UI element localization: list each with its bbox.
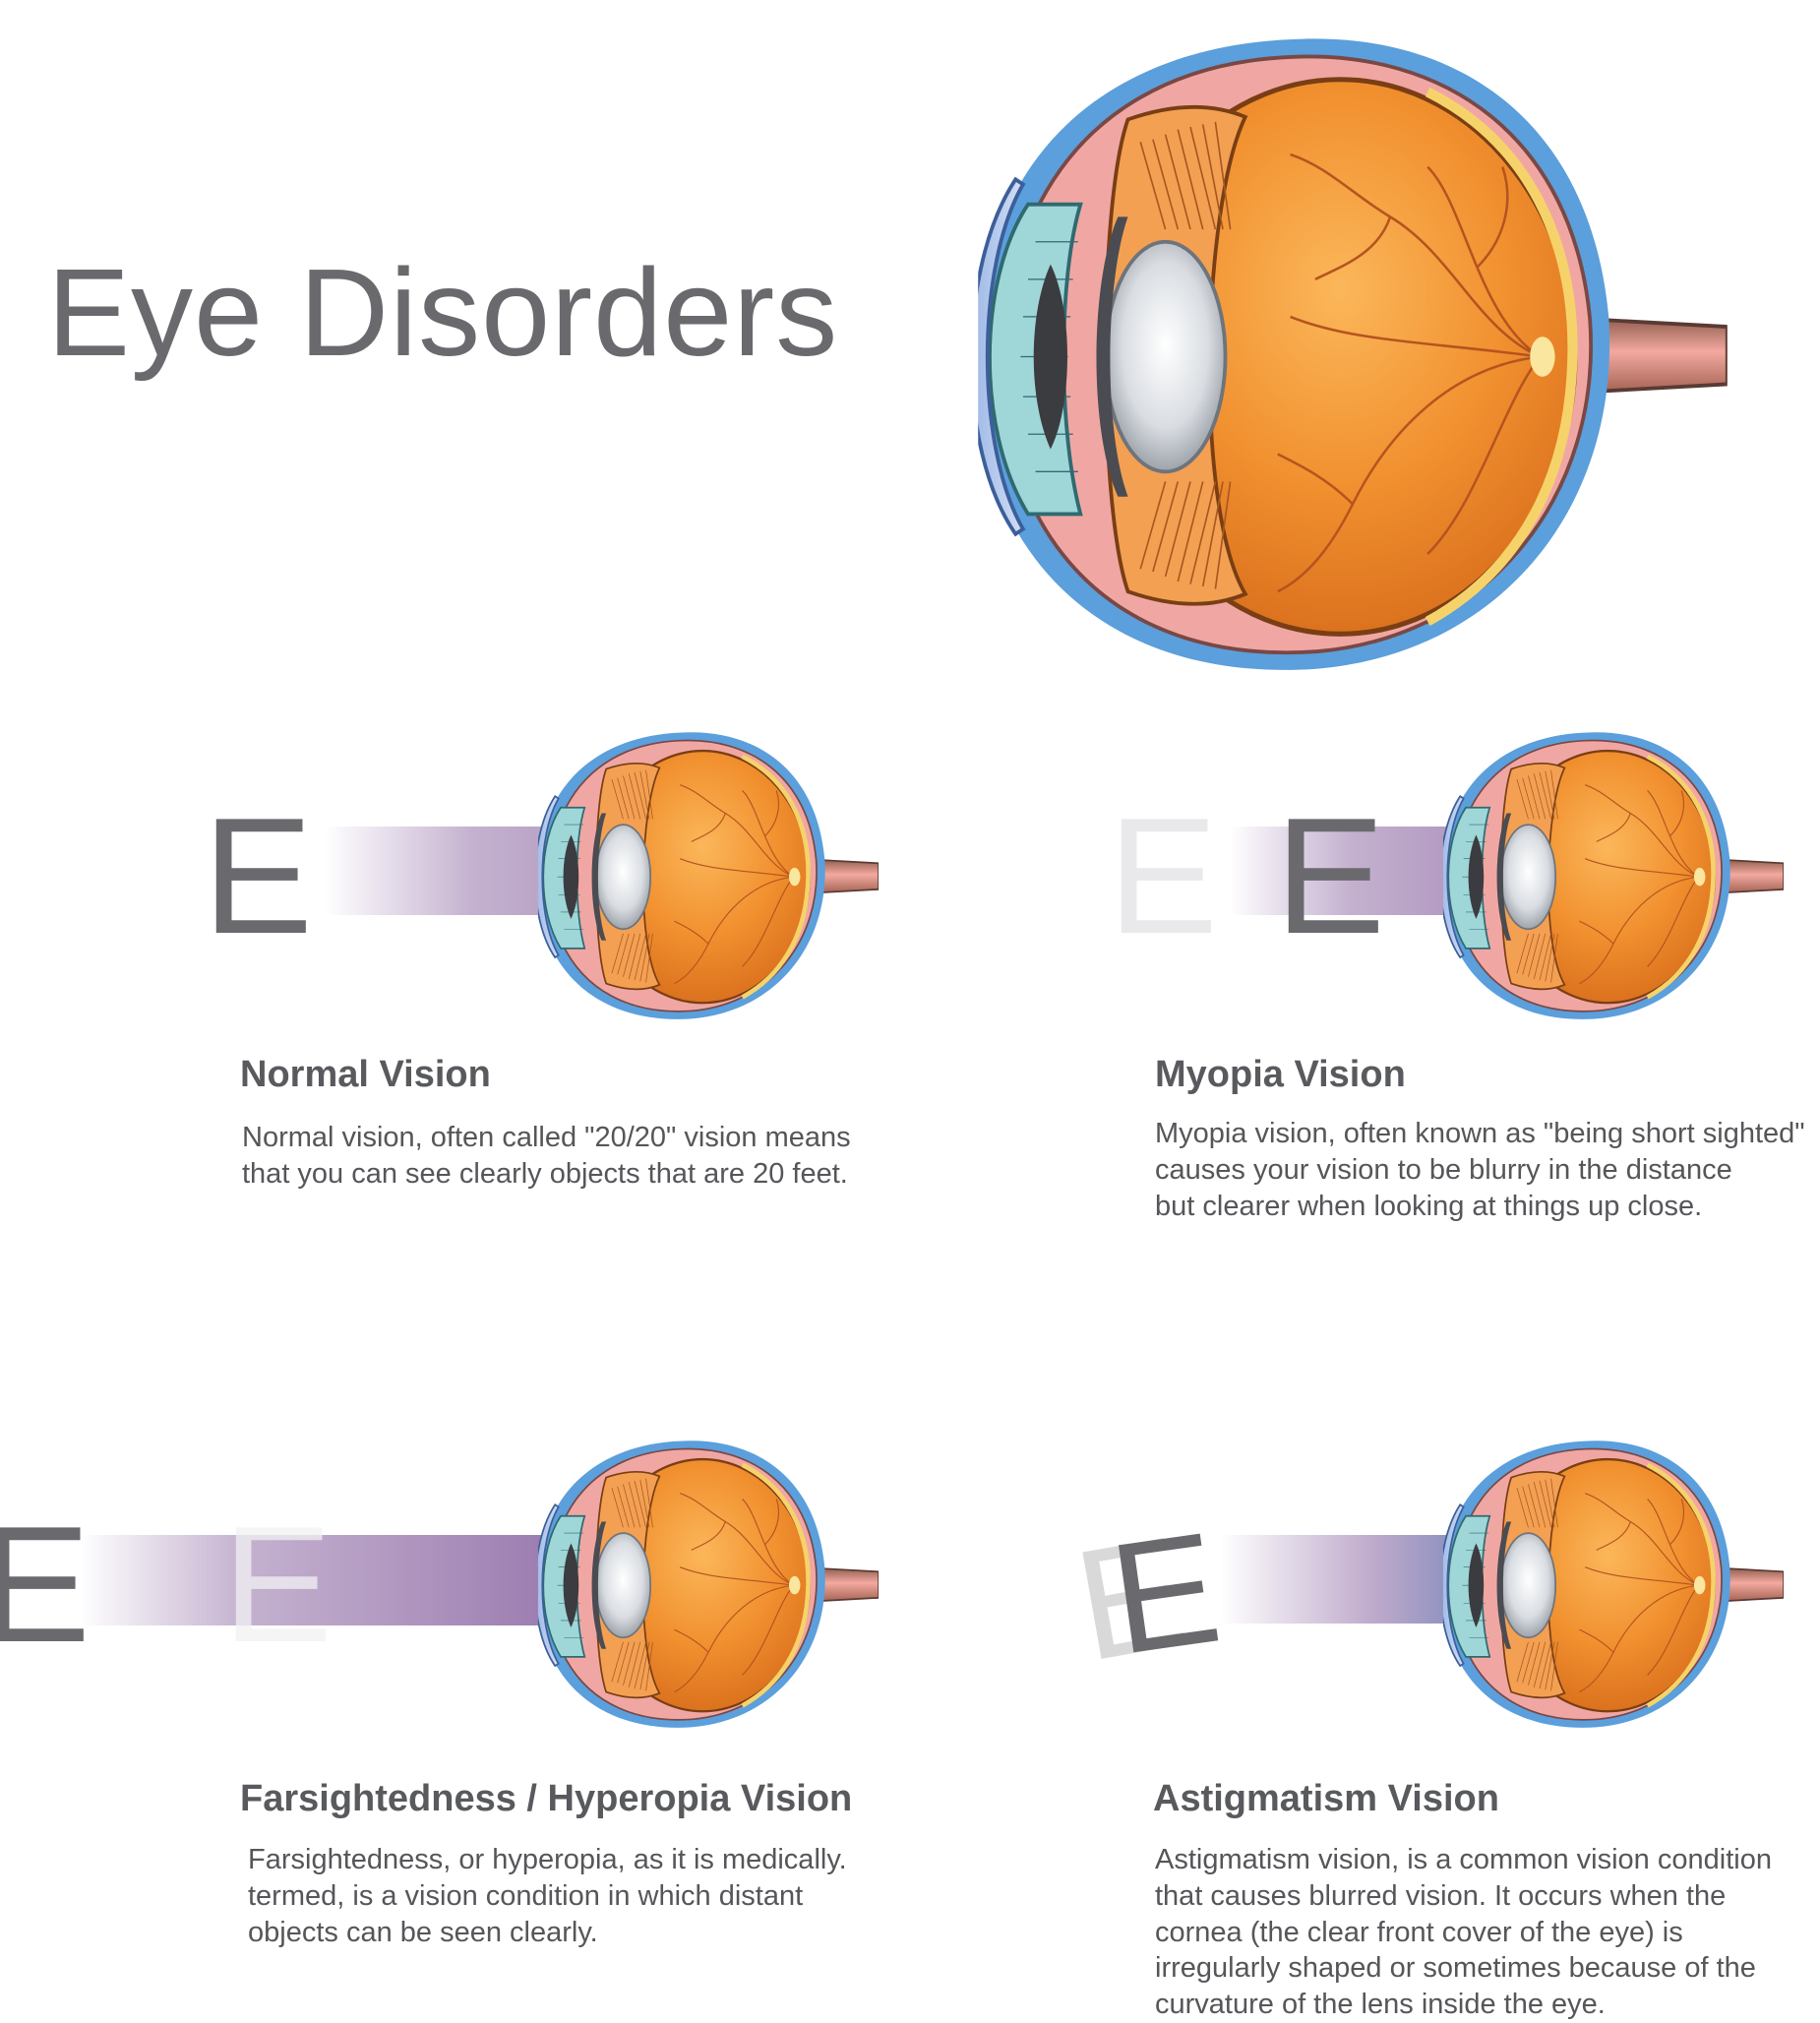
hyperopia-vision-line-1: Farsightedness, or hyperopia, as it is m… <box>248 1844 847 1875</box>
astigmatism-vision-line-1: Astigmatism vision, is a common vision c… <box>1155 1844 1772 1875</box>
myopia-vision-line-3: but clearer when looking at things up cl… <box>1155 1190 1703 1222</box>
astigmatism-vision-heading: Astigmatism Vision <box>1153 1778 1499 1819</box>
normal-vision-line-1: Normal vision, often called "20/20" visi… <box>242 1122 851 1153</box>
hyperopia-eye-chart-letter: E <box>0 1492 91 1677</box>
astigmatism-vision-line-4: irregularly shaped or sometimes because … <box>1155 1952 1756 1985</box>
hyperopia-vision-line-3: objects can be seen clearly. <box>248 1916 598 1948</box>
normal-vision-diagram: E <box>203 728 905 1023</box>
hyperopia-vision-line-2: termed, is a vision condition in which d… <box>248 1879 804 1912</box>
myopia-vision-description: Myopia vision, often known as "being sho… <box>1155 1116 1805 1224</box>
myopia-vision-heading: Myopia Vision <box>1155 1054 1406 1095</box>
normal-vision-heading: Normal Vision <box>240 1054 491 1095</box>
astigmatism-vision-line-2: that causes blurred vision. It occurs wh… <box>1155 1879 1727 1912</box>
normal-vision-description: Normal vision, often called "20/20" visi… <box>242 1120 851 1193</box>
page-title: Eye Disorders <box>47 243 839 382</box>
hyperopia-ghost-letter: E <box>222 1492 333 1677</box>
large-eye-anatomy-illustration <box>935 30 1771 679</box>
hyperopia-vision-heading: Farsightedness / Hyperopia Vision <box>240 1778 853 1819</box>
astigmatism-vision-diagram: E E <box>1063 1437 1820 1732</box>
astigmatism-vision-description: Astigmatism vision, is a common vision c… <box>1155 1842 1772 2023</box>
myopia-ghost-letter: E <box>1108 783 1218 968</box>
myopia-vision-diagram: E E <box>1108 728 1820 1023</box>
myopia-vision-line-1: Myopia vision, often known as "being sho… <box>1155 1118 1805 1149</box>
astigmatism-vision-line-5: curvature of the lens inside the eye. <box>1155 1989 1606 2021</box>
normal-eye-chart-letter: E <box>203 783 313 968</box>
hyperopia-vision-diagram: E E <box>0 1437 905 1732</box>
hyperopia-vision-description: Farsightedness, or hyperopia, as it is m… <box>248 1842 847 1950</box>
hyperopia-light-beam <box>79 1535 551 1625</box>
astigmatism-vision-line-3: cornea (the clear front cover of the eye… <box>1155 1916 1683 1948</box>
astigmatism-eye-chart-letter: E <box>1101 1499 1230 1687</box>
myopia-eye-chart-letter: E <box>1275 783 1385 968</box>
myopia-vision-line-2: causes your vision to be blurry in the d… <box>1155 1153 1732 1186</box>
normal-vision-line-2: that you can see clearly objects that ar… <box>242 1157 848 1190</box>
